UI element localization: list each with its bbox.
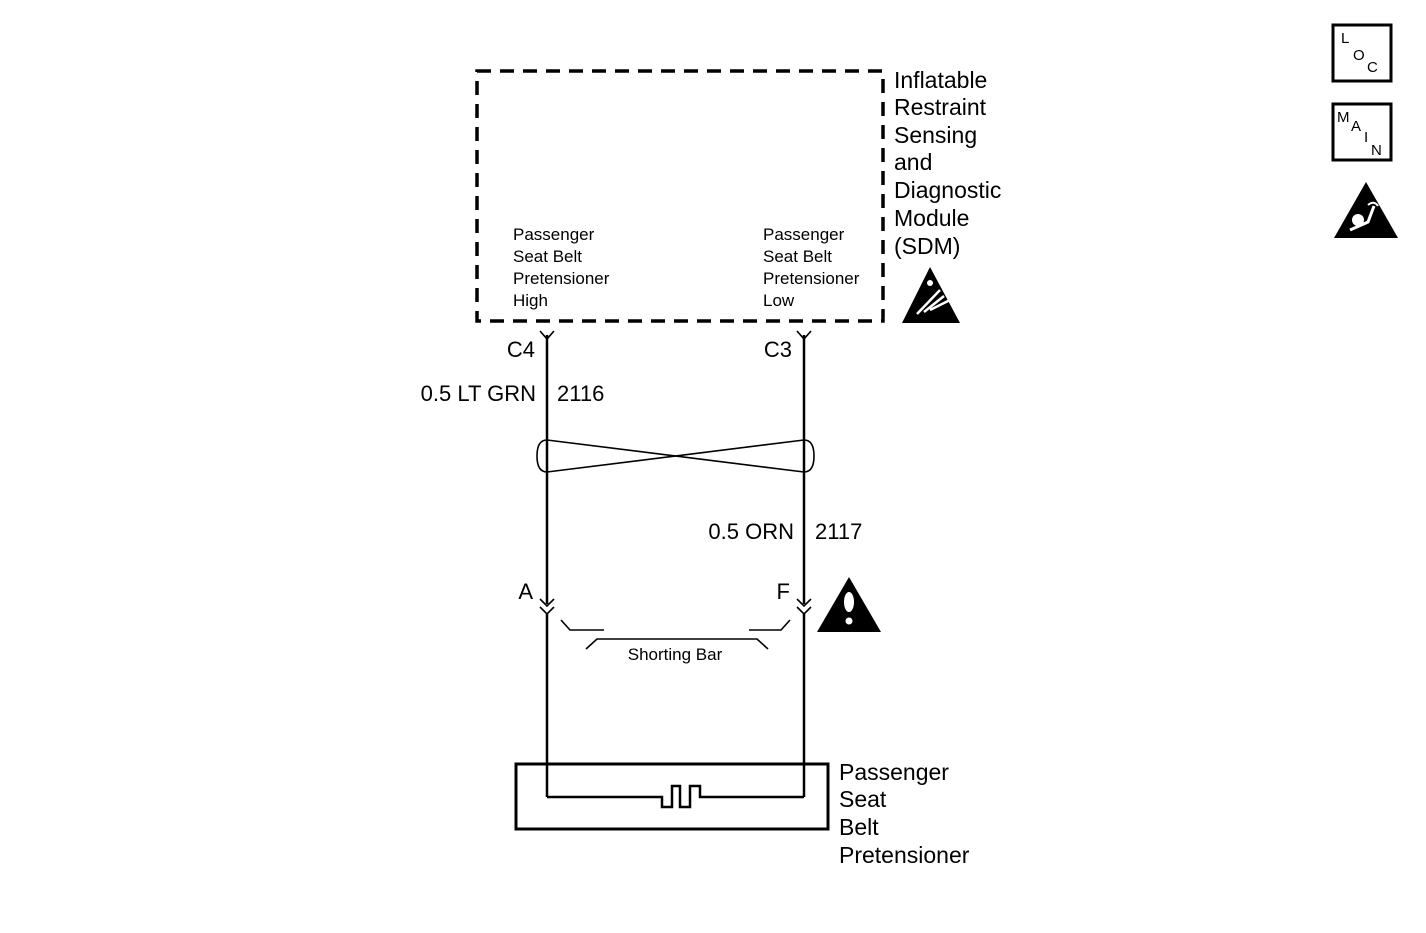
connector-f-label: F bbox=[777, 579, 790, 604]
svg-text:C: C bbox=[1367, 59, 1378, 76]
esd-warning-icon[interactable] bbox=[902, 267, 960, 323]
connector-c3-label: C3 bbox=[764, 337, 792, 362]
caution-icon[interactable] bbox=[817, 577, 881, 632]
wire-2116-circuit: 2116 bbox=[557, 381, 604, 406]
sdm-title: Inflatable Restraint Sensing and Diagnos… bbox=[894, 67, 1008, 259]
pin-low-label: Passenger Seat Belt Pretensioner Low bbox=[763, 225, 864, 310]
svg-text:A: A bbox=[1351, 118, 1361, 135]
wire-2117-color: 0.5 ORN bbox=[708, 519, 794, 544]
twisted-pair-symbol bbox=[536, 439, 815, 473]
location-icon[interactable]: L O C bbox=[1331, 23, 1393, 83]
pretensioner-title: Passenger Seat Belt Pretensioner bbox=[839, 759, 970, 868]
main-icon[interactable]: M A I N bbox=[1331, 102, 1393, 162]
sdm-module-box bbox=[475, 69, 885, 323]
pretensioner-box[interactable] bbox=[514, 762, 830, 831]
wire-2116-color: 0.5 LT GRN bbox=[421, 381, 536, 406]
svg-text:N: N bbox=[1371, 142, 1382, 159]
connector-c4-label: C4 bbox=[507, 337, 535, 362]
shorting-bar-symbol bbox=[560, 619, 791, 650]
svg-text:I: I bbox=[1364, 129, 1368, 146]
connector-a-label: A bbox=[518, 579, 533, 604]
svg-text:O: O bbox=[1353, 47, 1365, 64]
wire-2117-circuit: 2117 bbox=[815, 519, 862, 544]
squib-symbol bbox=[547, 784, 804, 809]
airbag-warning-icon[interactable] bbox=[1334, 182, 1398, 238]
shorting-bar-label: Shorting Bar bbox=[628, 645, 723, 664]
pin-high-label: Passenger Seat Belt Pretensioner High bbox=[513, 225, 614, 310]
svg-text:M: M bbox=[1337, 109, 1350, 126]
svg-text:L: L bbox=[1341, 30, 1349, 47]
